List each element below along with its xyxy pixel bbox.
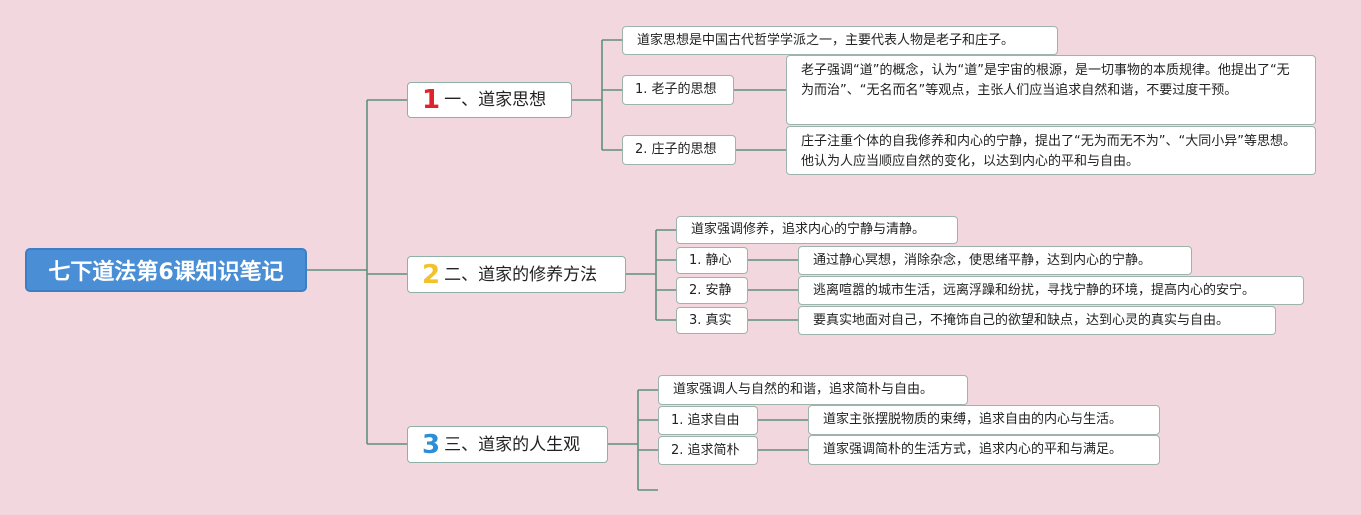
branch-1-intro-text: 道家思想是中国古代哲学学派之一，主要代表人物是老子和庄子。 <box>637 32 1015 48</box>
branch-2-sub-3-detail-text: 要真实地面对自己，不掩饰自己的欲望和缺点，达到心灵的真实与自由。 <box>813 312 1230 328</box>
number-1-icon: 1 <box>422 85 441 115</box>
branch-3-sub-1[interactable]: 1. 追求自由 <box>658 406 758 435</box>
branch-2-sub-2[interactable]: 2. 安静 <box>676 277 748 304</box>
branch-3-sub-2-label: 2. 追求简朴 <box>671 442 740 458</box>
number-2-icon: 2 <box>422 259 441 290</box>
branch-3-sub-2-detail-text: 道家强调简朴的生活方式，追求内心的平和与满足。 <box>823 442 1123 457</box>
branch-1-label: 一、道家思想 <box>444 90 547 110</box>
branch-3-intro-text: 道家强调人与自然的和谐，追求简朴与自由。 <box>673 382 934 397</box>
branch-2-sub-2-detail[interactable]: 逃离喧嚣的城市生活，远离浮躁和纷扰，寻找宁静的环境，提高内心的安宁。 <box>798 276 1304 305</box>
branch-3[interactable]: 3 三、道家的人生观 <box>407 426 608 463</box>
branch-1-sub-1-detail[interactable]: 老子强调“道”的概念，认为“道”是宇宙的根源，是一切事物的本质规律。他提出了“无… <box>786 55 1316 125</box>
branch-1-sub-2-detail[interactable]: 庄子注重个体的自我修养和内心的宁静，提出了“无为而无不为”、“大同小异”等思想。… <box>786 126 1316 175</box>
branch-2-sub-1-detail-text: 通过静心冥想，消除杂念，使思绪平静，达到内心的宁静。 <box>813 252 1152 268</box>
branch-2-label: 二、道家的修养方法 <box>444 264 598 285</box>
branch-1-sub-2-label: 2. 庄子的思想 <box>635 142 717 157</box>
root-topic[interactable]: 七下道法第6课知识笔记 <box>25 248 307 292</box>
branch-2-sub-3-label: 3. 真实 <box>689 312 732 328</box>
branch-2-sub-1-label: 1. 静心 <box>689 252 732 268</box>
branch-1-sub-1-label: 1. 老子的思想 <box>635 82 717 97</box>
branch-1-sub-1[interactable]: 1. 老子的思想 <box>622 75 734 105</box>
branch-1-sub-2[interactable]: 2. 庄子的思想 <box>622 135 736 165</box>
branch-1-sub-1-detail-text: 老子强调“道”的概念，认为“道”是宇宙的根源，是一切事物的本质规律。他提出了“无… <box>801 63 1290 98</box>
branch-2-intro-text: 道家强调修养，追求内心的宁静与清静。 <box>691 222 926 237</box>
branch-3-sub-2[interactable]: 2. 追求简朴 <box>658 436 758 465</box>
branch-1-intro[interactable]: 道家思想是中国古代哲学学派之一，主要代表人物是老子和庄子。 <box>622 26 1058 55</box>
branch-2-sub-3-detail[interactable]: 要真实地面对自己，不掩饰自己的欲望和缺点，达到心灵的真实与自由。 <box>798 306 1276 335</box>
branch-3-intro[interactable]: 道家强调人与自然的和谐，追求简朴与自由。 <box>658 375 968 405</box>
branch-2-sub-1[interactable]: 1. 静心 <box>676 247 748 274</box>
branch-3-sub-1-label: 1. 追求自由 <box>671 412 740 428</box>
branch-1-sub-2-detail-text: 庄子注重个体的自我修养和内心的宁静，提出了“无为而无不为”、“大同小异”等思想。… <box>801 134 1296 169</box>
branch-2-intro[interactable]: 道家强调修养，追求内心的宁静与清静。 <box>676 216 958 244</box>
branch-3-sub-1-detail[interactable]: 道家主张摆脱物质的束缚，追求自由的内心与生活。 <box>808 405 1160 435</box>
branch-2-sub-2-detail-text: 逃离喧嚣的城市生活，远离浮躁和纷扰，寻找宁静的环境，提高内心的安宁。 <box>813 282 1256 298</box>
branch-3-sub-2-detail[interactable]: 道家强调简朴的生活方式，追求内心的平和与满足。 <box>808 435 1160 465</box>
branch-2[interactable]: 2 二、道家的修养方法 <box>407 256 626 293</box>
number-3-icon: 3 <box>422 429 441 460</box>
branch-3-label: 三、道家的人生观 <box>444 434 581 455</box>
branch-2-sub-3[interactable]: 3. 真实 <box>676 307 748 334</box>
branch-1[interactable]: 1 一、道家思想 <box>407 82 572 118</box>
branch-2-sub-1-detail[interactable]: 通过静心冥想，消除杂念，使思绪平静，达到内心的宁静。 <box>798 246 1192 275</box>
branch-2-sub-2-label: 2. 安静 <box>689 282 732 298</box>
branch-3-sub-1-detail-text: 道家主张摆脱物质的束缚，追求自由的内心与生活。 <box>823 412 1123 427</box>
